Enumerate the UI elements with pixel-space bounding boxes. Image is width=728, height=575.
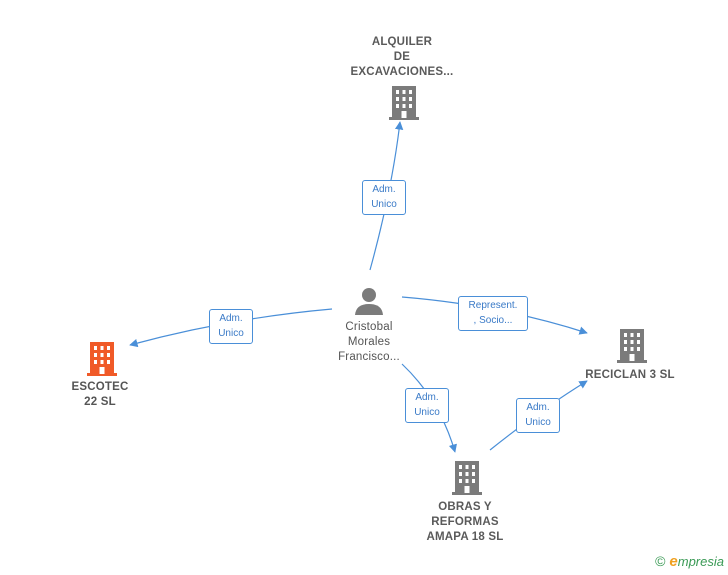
empresia-watermark: © e mpresia [655, 551, 724, 571]
node-label-reciclan[interactable]: RECICLAN 3 SL [585, 369, 675, 381]
node-label-person[interactable]: Cristobal Morales Francisco... [338, 321, 400, 363]
edge-label-represent-socio: Represent. , Socio... [458, 296, 528, 331]
edge-label-adm-unico: Adm. Unico [362, 180, 406, 215]
person-icon[interactable] [354, 286, 384, 316]
edge-label-line1: Represent. [468, 300, 518, 311]
edge-label-adm-unico: Adm. Unico [209, 309, 253, 344]
building-icon[interactable] [617, 329, 647, 363]
building-icon[interactable] [87, 342, 117, 376]
edge-label-line1: Adm. [372, 184, 396, 195]
edge-label-adm-unico: Adm. Unico [516, 398, 560, 433]
edge-label-line2: Unico [371, 199, 397, 210]
building-icon[interactable] [452, 461, 482, 495]
edge-label-adm-unico: Adm. Unico [405, 388, 449, 423]
edge-label-line1: Adm. [415, 392, 439, 403]
brand-initial: e [669, 552, 678, 570]
brand-name: mpresia [677, 553, 724, 569]
copyright-icon: © [655, 553, 666, 569]
edge-label-line2: Unico [414, 407, 440, 418]
building-icon[interactable] [389, 86, 419, 120]
edge-label-line2: Unico [525, 417, 551, 428]
node-label-escotec[interactable]: ESCOTEC 22 SL [71, 381, 129, 408]
node-label-alquiler[interactable]: ALQUILER DE EXCAVACIONES... [350, 36, 454, 78]
edge-label-line2: , Socio... [473, 315, 513, 326]
edge-label-line1: Adm. [219, 313, 243, 324]
node-label-obras[interactable]: OBRAS Y REFORMAS AMAPA 18 SL [426, 501, 504, 543]
edge-label-line2: Unico [218, 328, 244, 339]
edge-label-line1: Adm. [526, 402, 550, 413]
